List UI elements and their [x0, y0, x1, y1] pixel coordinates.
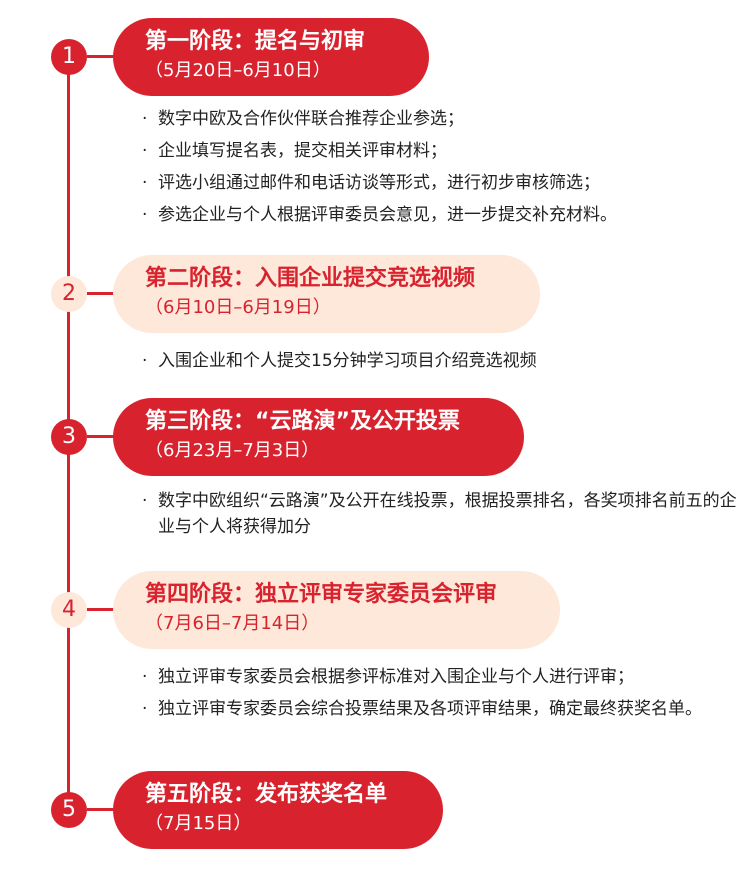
stage-header-pill: 第三阶段：“云路演”及公开投票 （6月23月–7月3日）: [113, 398, 524, 476]
stage-number-badge: 5: [51, 792, 87, 828]
stage-3-bullets: ·数字中欧组织“云路演”及公开在线投票，根据投票排名，各奖项排名前五的企业与个人…: [142, 488, 737, 546]
stage-connector: [87, 55, 119, 58]
list-item: ·数字中欧及合作伙伴联合推荐企业参选；: [142, 109, 464, 129]
stage-title: 第五阶段：发布获奖名单: [145, 782, 388, 807]
list-item: ·入围企业和个人提交15分钟学习项目介绍竞选视频: [142, 351, 537, 371]
stage-2-bullets: ·入围企业和个人提交15分钟学习项目介绍竞选视频: [142, 348, 737, 380]
stage-header-pill: 第五阶段：发布获奖名单 （7月15日）: [113, 771, 443, 849]
list-item: ·企业填写提名表，提交相关评审材料；: [142, 141, 447, 161]
stage-title: 第一阶段：提名与初审: [145, 29, 366, 54]
stage-header-pill: 第二阶段：入围企业提交竞选视频 （6月10日–6月19日）: [113, 255, 540, 333]
stage-title: 第四阶段：独立评审专家委员会评审: [145, 582, 498, 607]
stage-connector: [87, 808, 119, 811]
stage-title: 第三阶段：“云路演”及公开投票: [145, 409, 460, 434]
stage-dates: （7月6日–7月14日）: [145, 613, 320, 634]
stage-number-badge: 1: [51, 39, 87, 75]
list-item: ·参选企业与个人根据评审委员会意见，进一步提交补充材料。: [142, 205, 617, 225]
list-item: ·数字中欧组织“云路演”及公开在线投票，根据投票排名，各奖项排名前五的企业与个人…: [142, 491, 737, 537]
stage-1-bullets: ·数字中欧及合作伙伴联合推荐企业参选； ·企业填写提名表，提交相关评审材料； ·…: [142, 106, 737, 234]
stage-connector: [87, 435, 119, 438]
stage-dates: （6月10日–6月19日）: [145, 297, 331, 318]
list-item: ·评选小组通过邮件和电话访谈等形式，进行初步审核筛选；: [142, 173, 600, 193]
stage-number-badge: 4: [51, 592, 87, 628]
stage-number-badge: 2: [51, 276, 87, 312]
stage-dates: （7月15日）: [145, 813, 252, 834]
list-item: ·独立评审专家委员会根据参评标准对入围企业与个人进行评审；: [142, 667, 634, 687]
stage-connector: [87, 292, 119, 295]
stage-number-badge: 3: [51, 419, 87, 455]
stage-title: 第二阶段：入围企业提交竞选视频: [145, 266, 476, 291]
stage-connector: [87, 608, 119, 611]
list-item: ·独立评审专家委员会综合投票结果及各项评审结果，确定最终获奖名单。: [142, 699, 702, 719]
stage-4-bullets: ·独立评审专家委员会根据参评标准对入围企业与个人进行评审； ·独立评审专家委员会…: [142, 664, 737, 728]
stage-dates: （5月20日–6月10日）: [145, 60, 331, 81]
stage-dates: （6月23月–7月3日）: [145, 440, 320, 461]
stage-header-pill: 第四阶段：独立评审专家委员会评审 （7月6日–7月14日）: [113, 571, 560, 649]
stage-header-pill: 第一阶段：提名与初审 （5月20日–6月10日）: [113, 18, 429, 96]
